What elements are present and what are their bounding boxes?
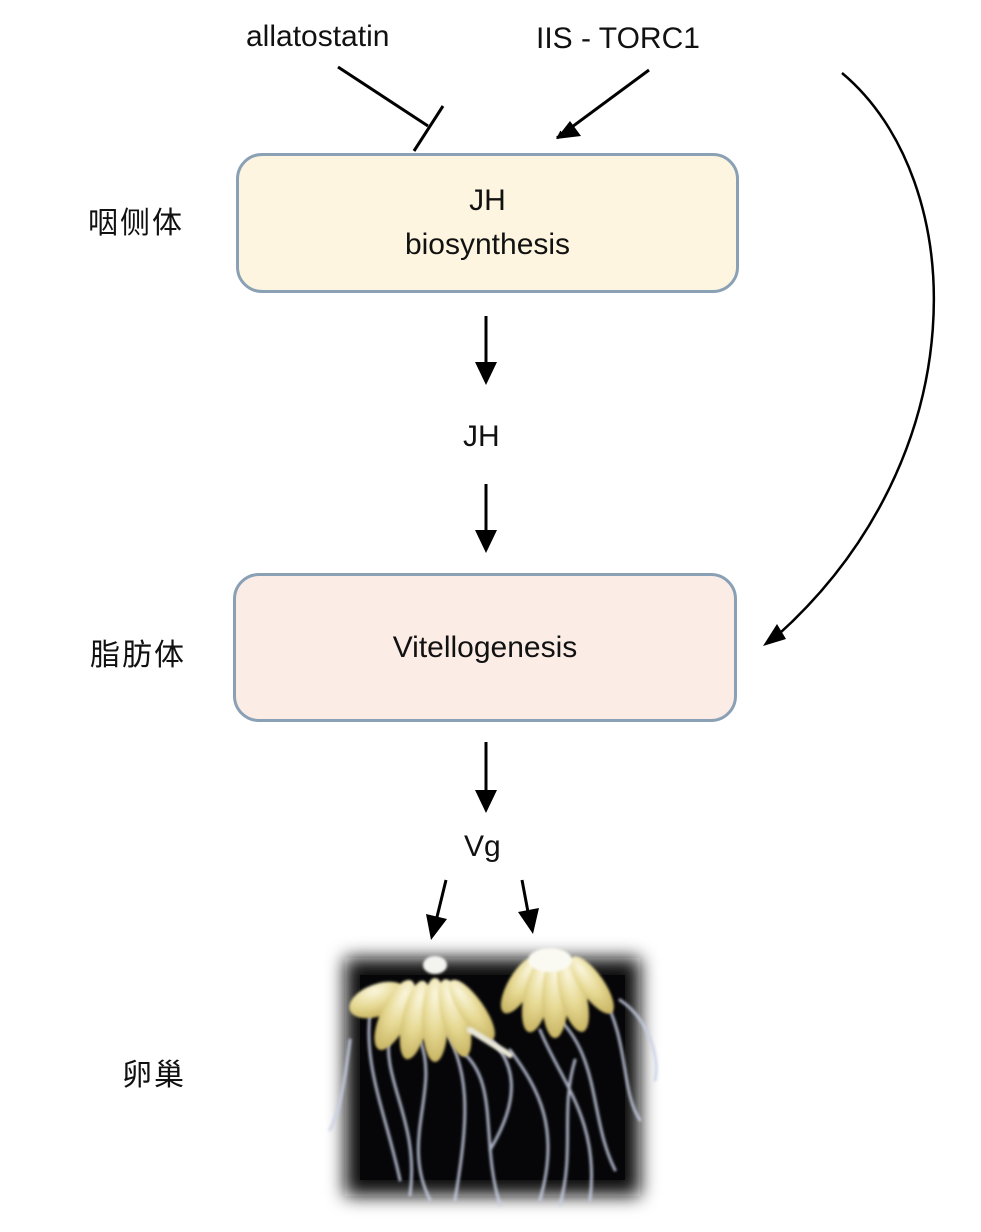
- inhibition-line: [337, 65, 429, 128]
- arrowhead-icon: [475, 530, 497, 553]
- iis-to-vitellogenesis-curved-arrow: [769, 72, 936, 643]
- jh-biosynthesis-line-1: JH: [469, 184, 506, 217]
- arrowhead-icon: [518, 908, 539, 934]
- jh-biosynthesis-node: JH biosynthesis: [236, 153, 739, 293]
- arrowhead-icon: [475, 362, 497, 385]
- vg-to-ovary-left-arrow: [435, 879, 448, 918]
- iis-torc1-label: IIS - TORC1: [536, 22, 700, 55]
- arrowhead-icon: [475, 790, 497, 813]
- jh-biosynthesis-line-2: biosynthesis: [404, 228, 571, 261]
- vitellogenesis-node: Vitellogenesis: [233, 573, 737, 722]
- arrowhead-icon: [426, 914, 447, 940]
- ovary-label: 卵巢: [122, 1058, 186, 1093]
- allatostatin-label: allatostatin: [246, 20, 390, 53]
- jh-label: JH: [463, 420, 500, 453]
- right-ovary: [500, 948, 614, 1038]
- fat-body-label: 脂肪体: [90, 638, 186, 673]
- left-ovary: [349, 956, 513, 1062]
- corpora-allata-label: 咽侧体: [88, 206, 184, 241]
- inhibition-bar-icon: [412, 105, 445, 152]
- arrowhead-icon: [556, 121, 581, 139]
- vg-to-ovary-right-arrow: [520, 879, 530, 913]
- vitellogenesis-label: Vitellogenesis: [392, 630, 578, 664]
- ovary-image: [328, 948, 658, 1207]
- vg-label: Vg: [464, 830, 501, 863]
- allatostatin-inhibition-edge: [337, 65, 445, 152]
- arrowhead-icon: [763, 624, 786, 646]
